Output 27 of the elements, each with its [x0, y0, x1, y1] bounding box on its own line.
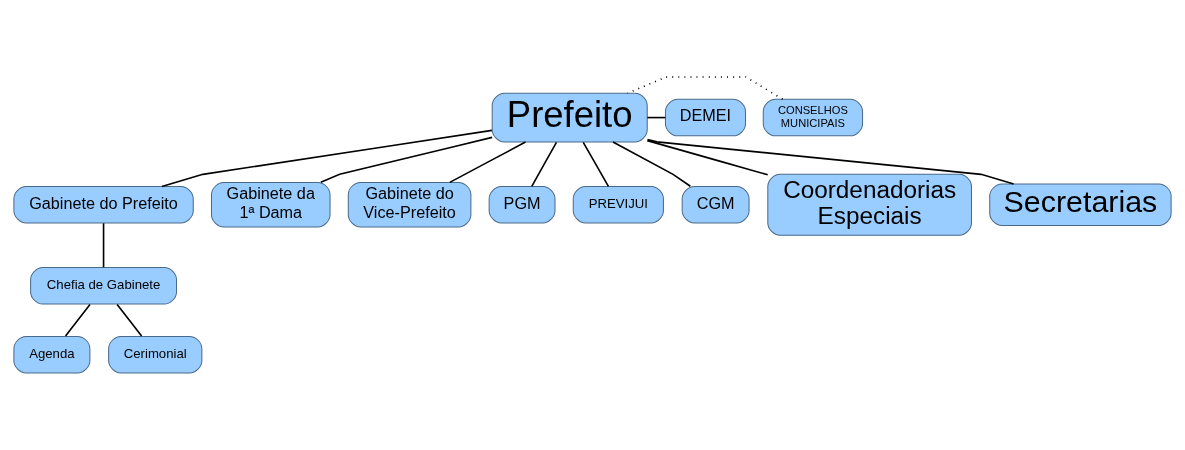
connector: [161, 129, 493, 188]
node-box: Chefia de Gabinete: [30, 267, 178, 305]
connector: [449, 141, 527, 184]
connector: [646, 138, 1015, 185]
connector: [531, 141, 558, 188]
node-box: DEMEI: [664, 98, 746, 137]
node-box: PREVIJUI: [572, 186, 664, 224]
connector: [582, 141, 610, 188]
node-box: Prefeito: [491, 92, 648, 143]
connector: [626, 76, 784, 100]
node-box: Gabinete do Prefeito: [13, 186, 194, 224]
node-box: Secretarias: [989, 183, 1172, 226]
connector: [116, 303, 143, 337]
node-box: Gabinete do Vice-Prefeito: [347, 181, 472, 228]
connector: [612, 141, 692, 188]
connector: [102, 222, 105, 269]
node-box: Gabinete da 1ª Dama: [211, 181, 331, 228]
node-box: Cerimonial: [108, 335, 203, 374]
connector: [646, 116, 667, 119]
node-box: Agenda: [13, 335, 91, 374]
node-box: CGM: [681, 186, 750, 224]
connector: [320, 136, 493, 184]
node-box: Coordenadorias Especiais: [767, 173, 972, 236]
connector: [646, 139, 769, 176]
node-box: CONSELHOS MUNICIPAIS: [762, 98, 864, 137]
connector: [64, 303, 91, 337]
node-box: PGM: [488, 186, 556, 224]
